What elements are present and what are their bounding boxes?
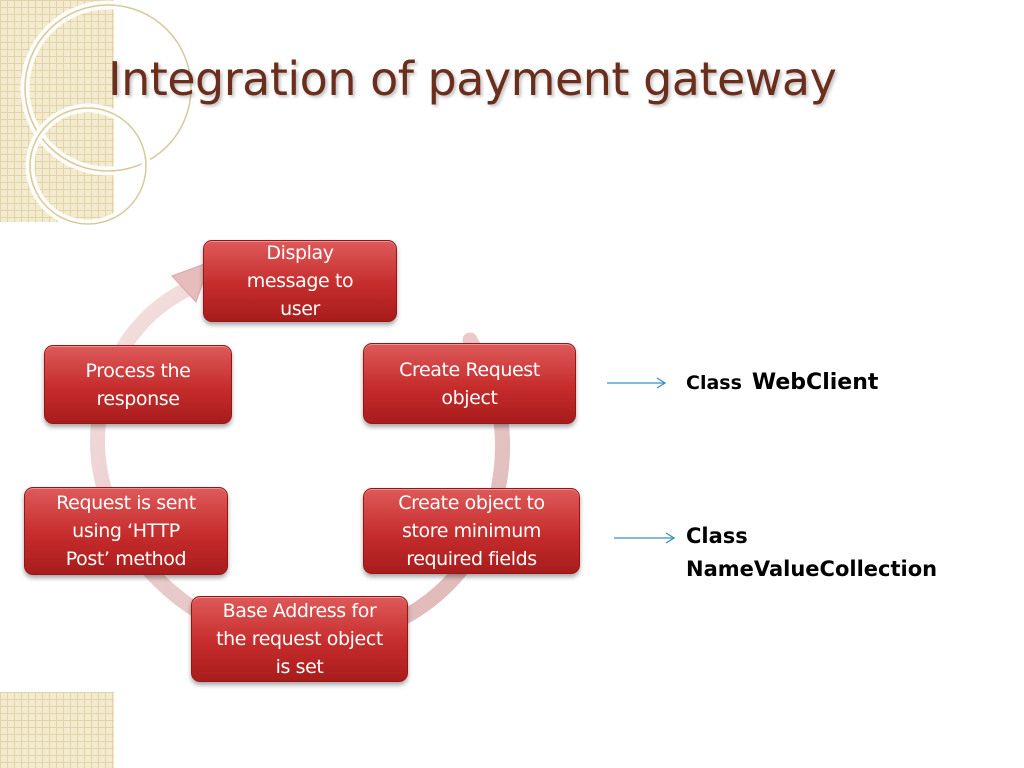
step-base-address: Base Address for the request object is s… bbox=[191, 596, 408, 682]
annotation-webclient: Class WebClient bbox=[686, 368, 878, 399]
step-line: user bbox=[280, 298, 320, 320]
step-line: Display bbox=[266, 242, 334, 264]
step-request-sent: Request is sent using ‘HTTP Post’ method bbox=[24, 487, 228, 575]
step-line: Post’ method bbox=[65, 548, 187, 570]
step-line: Create Request bbox=[399, 358, 540, 381]
step-line: response bbox=[96, 387, 180, 410]
step-line: Create object to bbox=[398, 492, 545, 514]
step-display-message: Display message to user bbox=[203, 240, 397, 322]
annotation-class-name: WebClient bbox=[751, 370, 879, 395]
step-line: store minimum bbox=[401, 520, 542, 542]
decorative-rings bbox=[20, 0, 196, 229]
decorative-pattern-bottom bbox=[0, 692, 114, 768]
annotation-class-name: NameValueCollection bbox=[686, 557, 938, 581]
step-line: using ‘HTTP bbox=[72, 520, 180, 542]
step-line: object bbox=[441, 386, 498, 409]
step-line: Base Address for bbox=[222, 600, 377, 622]
step-create-fields-object: Create object to store minimum required … bbox=[363, 488, 580, 574]
step-line: is set bbox=[275, 656, 324, 678]
step-line: Request is sent bbox=[56, 492, 196, 514]
step-line: required fields bbox=[406, 548, 537, 570]
step-line: Process the bbox=[85, 359, 191, 382]
step-line: message to bbox=[246, 270, 354, 292]
arrow-to-webclient bbox=[607, 377, 667, 389]
step-process-response: Process the response bbox=[44, 345, 232, 424]
annotation-prefix: Class bbox=[686, 372, 742, 394]
arrow-to-namevaluecollection bbox=[614, 532, 676, 544]
step-line: the request object bbox=[216, 628, 383, 650]
annotation-namevaluecollection: Class NameValueCollection bbox=[686, 520, 937, 586]
annotation-prefix: Class bbox=[686, 524, 748, 548]
slide-title: Integration of payment gateway bbox=[108, 52, 837, 106]
step-create-request: Create Request object bbox=[363, 343, 576, 424]
